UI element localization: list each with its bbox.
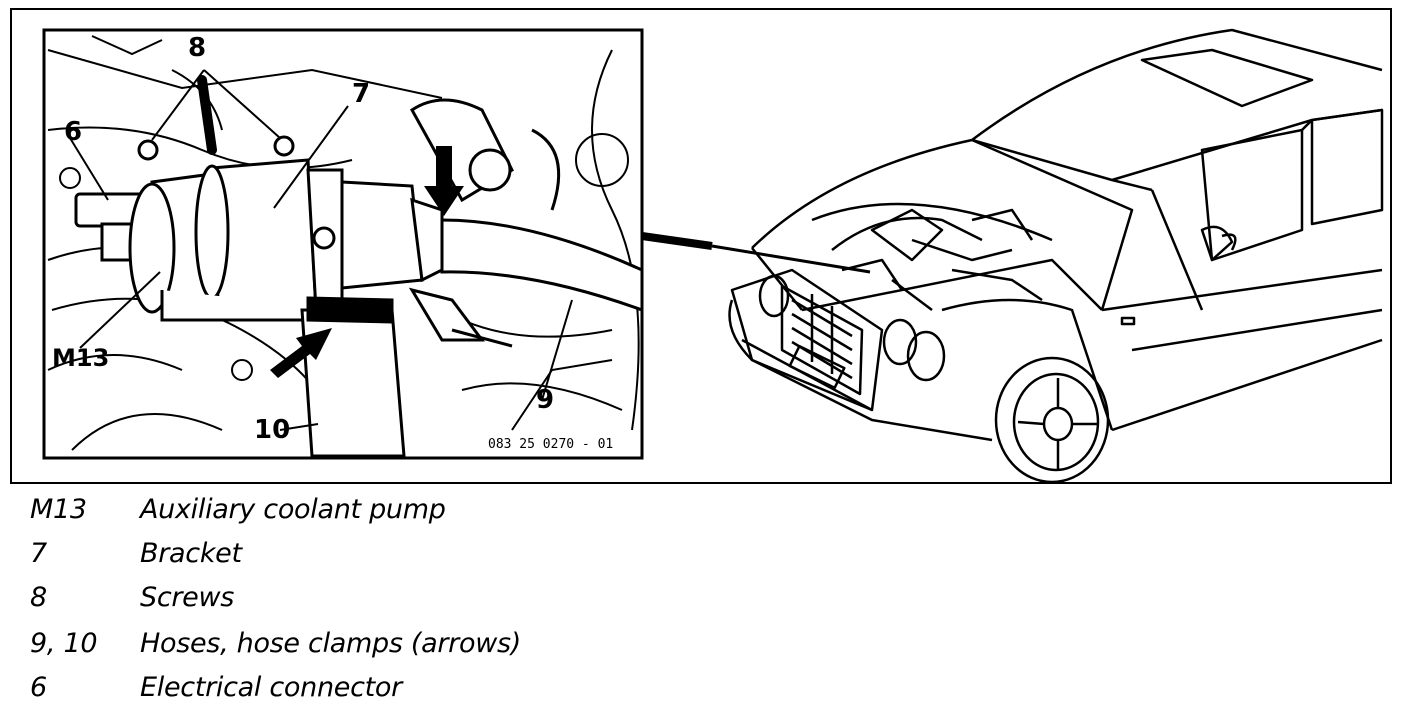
pointer-line: [641, 232, 871, 274]
legend-key: 8: [30, 582, 47, 613]
diagram-canvas: 8 7 6 M13 10 9 083 25 0270 - 01: [42, 28, 1384, 482]
arrow-icon: [270, 146, 464, 378]
detail-inset: 8 7 6 M13 10 9 083 25 0270 - 01: [42, 28, 644, 460]
legend-key: M13: [30, 494, 87, 525]
legend-row-6: 6 Electrical connector: [30, 668, 930, 708]
legend-text: Screws: [140, 582, 235, 613]
pump-illustration: [74, 98, 644, 458]
legend-row-9-10: 9, 10 Hoses, hose clamps (arrows): [30, 624, 930, 664]
callout-m13: M13: [52, 344, 109, 372]
legend-key: 6: [30, 672, 47, 703]
legend-row-8: 8 Screws: [30, 578, 930, 618]
legend-text: Bracket: [140, 538, 242, 569]
callout-8: 8: [188, 33, 206, 63]
legend-text: Electrical connector: [140, 672, 402, 703]
diagram-frame: 8 7 6 M13 10 9 083 25 0270 - 01: [10, 8, 1392, 484]
legend-text: Hoses, hose clamps (arrows): [140, 628, 521, 659]
legend-text: Auxiliary coolant pump: [140, 494, 446, 525]
callout-7: 7: [352, 79, 370, 109]
legend-row-7: 7 Bracket: [30, 534, 930, 574]
legend-key: 7: [30, 538, 47, 569]
screw-icon: [137, 75, 295, 161]
callout-10: 10: [254, 415, 290, 445]
legend-key: 9, 10: [30, 628, 98, 659]
legend-row-m13: M13 Auxiliary coolant pump: [30, 490, 930, 530]
callout-6: 6: [64, 117, 82, 147]
detail-code: 083 25 0270 - 01: [488, 437, 613, 452]
leader-lines: [69, 69, 573, 431]
car-illustration: [728, 28, 1384, 482]
callout-9: 9: [536, 385, 554, 415]
